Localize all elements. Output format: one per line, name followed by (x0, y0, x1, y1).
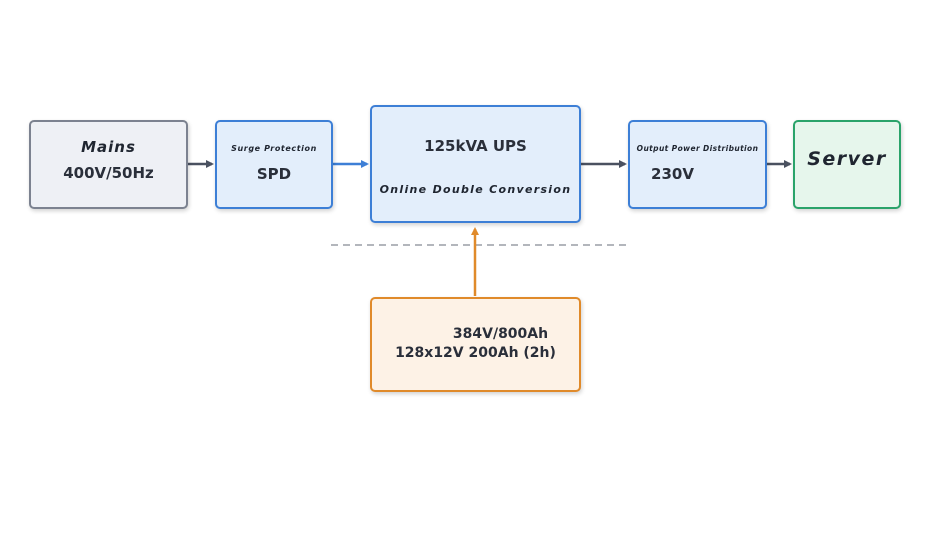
mains-title: Mains (81, 138, 136, 156)
output-value: 230V (651, 165, 694, 183)
spd-block: Surge Protection SPD (215, 120, 333, 209)
spd-value: SPD (256, 165, 292, 183)
output-distribution-block: Output Power Distribution 230V (628, 120, 767, 209)
battery-voltage-capacity: 384V/800Ah (452, 326, 549, 342)
battery-block: 384V/800Ah 128x12V 200Ah (2h) (370, 297, 581, 392)
server-title: Server (807, 148, 887, 170)
mains-block: Mains 400V/50Hz (29, 120, 188, 209)
output-title: Output Power Distribution (636, 144, 759, 153)
ups-block: 125kVA UPS Online Double Conversion (370, 105, 581, 223)
ups-subtitle: Online Double Conversion (379, 183, 572, 196)
spd-title: Surge Protection (231, 144, 317, 153)
ups-title: 125kVA UPS (424, 137, 527, 155)
mains-value: 400V/50Hz (63, 164, 154, 182)
server-block: Server (793, 120, 901, 209)
battery-configuration: 128x12V 200Ah (2h) (395, 345, 556, 361)
